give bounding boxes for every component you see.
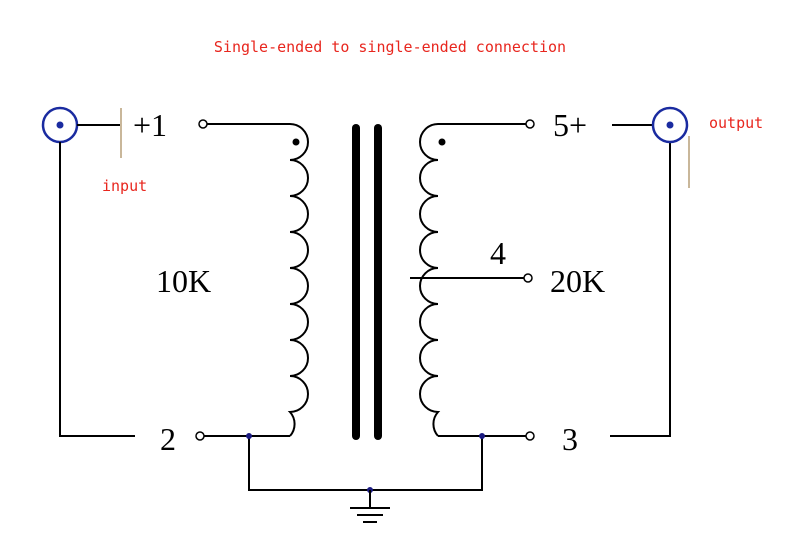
pin5-terminal: [525, 119, 535, 129]
primary-polarity-dot: [292, 138, 300, 146]
pin4-label: 4: [490, 235, 506, 271]
secondary-impedance-label: 20K: [550, 263, 605, 299]
secondary-winding: [419, 123, 441, 437]
pin3-label: 3: [562, 421, 578, 457]
pin4-terminal: [523, 273, 533, 283]
output-jack-icon: [651, 106, 689, 144]
pin3-terminal: [525, 431, 535, 441]
ground-bus: [248, 436, 483, 491]
diagram-title: Single-ended to single-ended connection: [214, 38, 566, 56]
ground-symbol-icon: [350, 490, 390, 523]
pin1-label: +1: [133, 107, 167, 143]
pin1-terminal: [198, 119, 208, 129]
output-label: output: [709, 114, 763, 132]
input-label: input: [102, 177, 147, 195]
pin2-terminal: [195, 431, 205, 441]
secondary-polarity-dot: [438, 138, 446, 146]
primary-impedance-label: 10K: [156, 263, 211, 299]
output-return-wire: [610, 142, 671, 437]
junction-node-secondary: [479, 433, 485, 439]
pin2-label: 2: [160, 421, 176, 457]
junction-node-primary: [246, 433, 252, 439]
pin5-label: 5+: [553, 107, 587, 143]
primary-winding: [287, 123, 309, 437]
input-return-wire: [59, 142, 135, 437]
input-jack-icon: [41, 106, 79, 144]
